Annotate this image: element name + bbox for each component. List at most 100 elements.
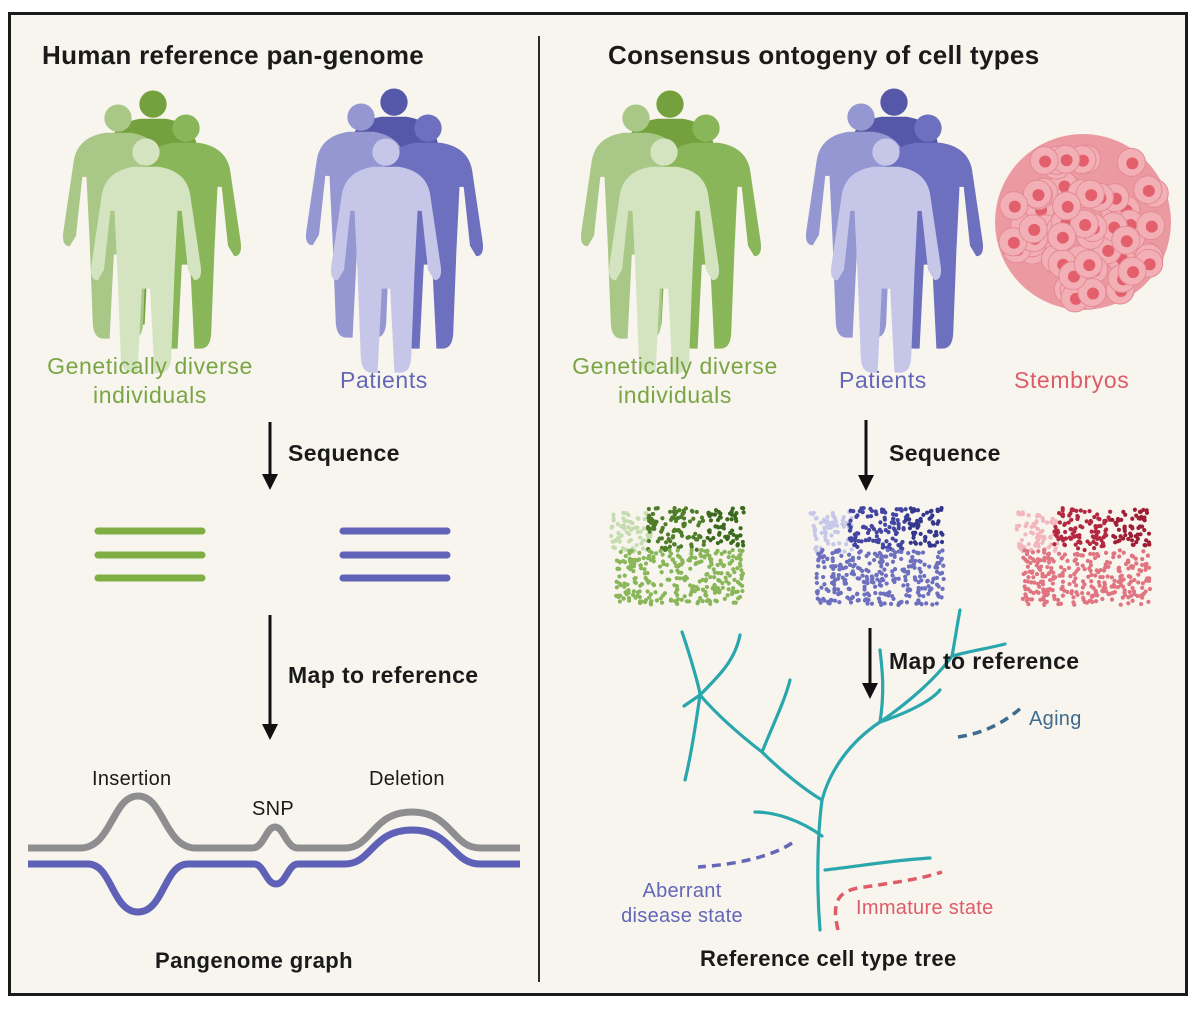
cell-dot (937, 550, 942, 555)
cell-dot (715, 540, 720, 546)
cell-dot (883, 522, 888, 527)
snp-label: SNP (252, 798, 295, 820)
cell-dot (1080, 563, 1085, 568)
cell-dot (1144, 538, 1149, 543)
cell-dot (1049, 519, 1054, 525)
cell-dot (645, 589, 650, 594)
cell-dot (913, 558, 918, 563)
cell-dot (1092, 545, 1097, 551)
cell-dot (1110, 590, 1115, 596)
cell-dot (1074, 583, 1079, 588)
cell-dot (1087, 509, 1092, 514)
cell-dot (1014, 524, 1020, 529)
cell-dot (890, 573, 895, 578)
cell-dot (614, 585, 620, 590)
cell-dot (734, 510, 739, 516)
cell-dot (1063, 529, 1068, 535)
cell-dot (836, 573, 841, 578)
cell-dot (1059, 534, 1064, 539)
cell-dot (703, 578, 708, 583)
cell-dot (694, 509, 699, 515)
cell-dot (1111, 555, 1116, 560)
cell-dot (726, 581, 731, 586)
cell-dot (1043, 574, 1048, 579)
cell-dot (647, 548, 652, 554)
cell-dot (936, 519, 941, 524)
pangenome-graph (28, 792, 520, 916)
cell-dot (844, 559, 850, 564)
cell-dot (633, 580, 638, 586)
cell-dot (694, 547, 699, 552)
cell-dot (1024, 558, 1029, 564)
cell-dot (1127, 589, 1132, 595)
cell-dot (740, 548, 745, 553)
cell-dot (850, 594, 856, 600)
cell-dot (917, 566, 922, 571)
cell-dot (847, 522, 852, 527)
cell-dot (867, 528, 872, 533)
cell-dot (924, 601, 929, 606)
cell-dot (939, 507, 944, 513)
cell-dot (1138, 593, 1144, 598)
cell-dot (1093, 573, 1098, 578)
cell-dot (621, 516, 626, 521)
cell-dot (1017, 512, 1022, 517)
cell-dot (908, 506, 913, 511)
cell-dot (706, 510, 711, 515)
cell-dot (1097, 516, 1102, 522)
cell-dot (680, 558, 685, 563)
cell-dot (622, 581, 627, 586)
cell-dot (882, 515, 887, 520)
cell-dot (637, 599, 643, 604)
stembryo-nucleus (1085, 189, 1098, 202)
cell-dot (1078, 540, 1083, 545)
cell-dot (689, 590, 694, 595)
cell-dot (825, 514, 830, 520)
cell-dot (1019, 537, 1024, 543)
cell-dot (878, 520, 883, 525)
cell-dot (660, 593, 665, 598)
cell-dot (1062, 536, 1067, 542)
cell-dot (850, 558, 855, 563)
cell-dot (814, 536, 819, 541)
cell-dot (879, 557, 884, 562)
cell-dot (815, 596, 820, 601)
cell-dot (659, 529, 664, 534)
cell-dot (662, 547, 668, 553)
aberrant-disease-label: Aberrant disease state (610, 879, 754, 929)
cell-dot (851, 564, 856, 569)
cell-dot (822, 565, 827, 570)
cell-dot (1137, 516, 1143, 521)
cell-dot (880, 509, 885, 515)
cell-dot (829, 524, 834, 529)
cell-dot (614, 593, 619, 598)
cell-dot (833, 517, 838, 522)
cell-dot (1060, 514, 1066, 519)
cell-dot (617, 574, 622, 579)
cell-dot (856, 555, 861, 561)
cell-dot (650, 511, 655, 517)
right-purple-people-icon (805, 88, 984, 373)
cell-dot (845, 595, 850, 600)
cell-dot (688, 556, 693, 561)
cell-dot (912, 507, 917, 512)
cell-dot (621, 596, 626, 601)
cell-dot (623, 553, 628, 559)
cell-dot (701, 539, 707, 544)
cell-dot (830, 558, 835, 564)
cell-dot (675, 601, 680, 606)
stembryo-nucleus (1007, 236, 1020, 249)
cell-dot (622, 584, 627, 589)
cell-dot (731, 586, 736, 591)
cell-dot (1094, 529, 1099, 534)
cell-dot (1121, 577, 1126, 582)
cell-dot (1116, 527, 1122, 532)
cell-dot (739, 568, 744, 573)
cell-dot (1120, 595, 1125, 600)
cell-dot (733, 589, 738, 595)
cell-dot (1112, 578, 1117, 583)
cell-dot (894, 507, 899, 512)
cell-dot (869, 601, 875, 606)
cell-dot (930, 580, 935, 585)
